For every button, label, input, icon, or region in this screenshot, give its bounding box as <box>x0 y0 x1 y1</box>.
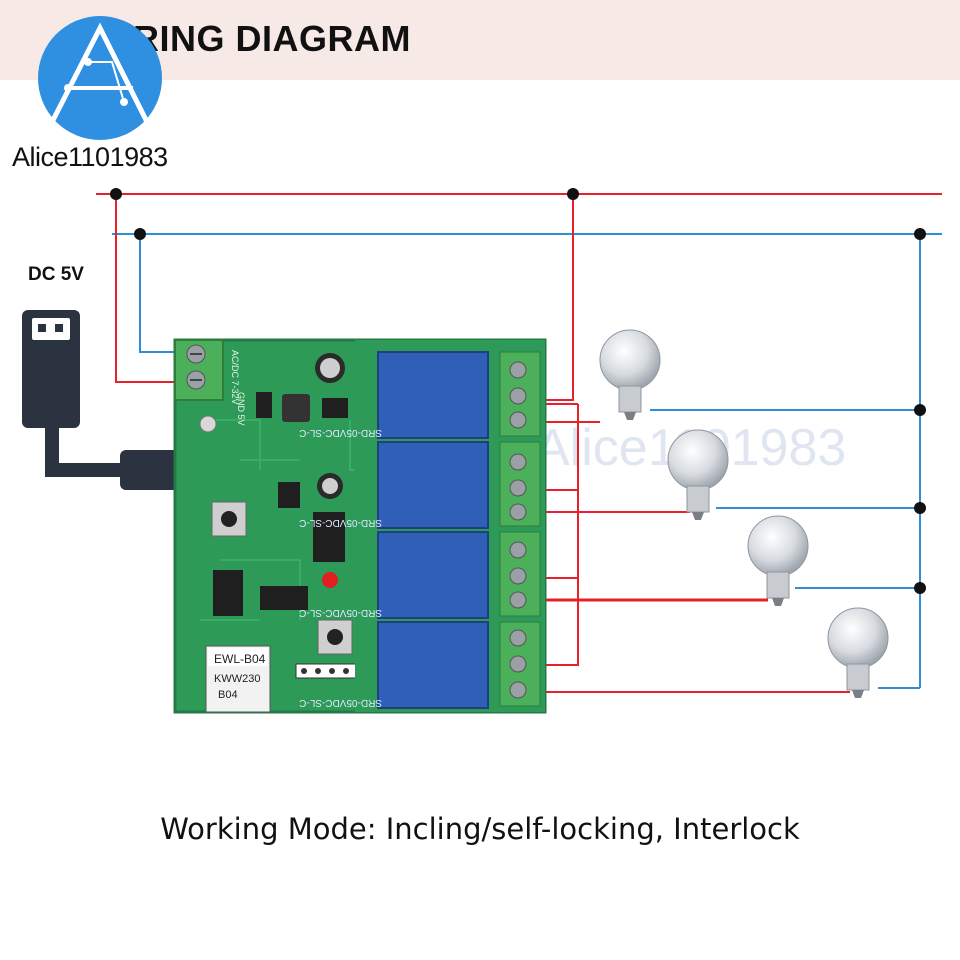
output-terminal-2 <box>499 441 541 527</box>
light-bulb-4-icon <box>827 607 889 698</box>
svg-text:SRD-05VDC-SL-C: SRD-05VDC-SL-C <box>299 427 382 438</box>
junction-dots <box>110 188 926 594</box>
svg-text:AC/DC 7-32V: AC/DC 7-32V <box>230 350 240 405</box>
light-bulb-3-icon <box>747 515 809 606</box>
module-code-label: B04 <box>218 689 238 701</box>
relay-3: SRD-05VDC-SL-C <box>299 531 489 619</box>
working-mode-caption: Working Mode: Incling/self-locking, Inte… <box>160 812 800 846</box>
svg-text:GND 5V: GND 5V <box>236 392 246 426</box>
relay-4: SRD-05VDC-SL-C <box>299 621 489 709</box>
output-terminal-1 <box>499 351 541 437</box>
module-label: EWL-B04 <box>214 652 266 666</box>
neutral-to-board-wire <box>139 234 185 353</box>
power-label: DC 5V <box>28 264 84 285</box>
svg-text:SRD-05VDC-SL-C: SRD-05VDC-SL-C <box>299 517 382 528</box>
light-bulb-1-icon <box>599 329 661 420</box>
relay-1: SRD-05VDC-SL-C <box>299 351 489 439</box>
brand-logo-icon <box>38 16 162 140</box>
live-to-board-wire <box>115 194 185 383</box>
light-bulb-2-icon <box>667 429 729 520</box>
output-terminal-4 <box>499 621 541 707</box>
relay-2: SRD-05VDC-SL-C <box>299 441 489 529</box>
logo-text: Alice1101983 <box>12 142 168 172</box>
output-terminal-3 <box>499 531 541 617</box>
svg-text:SRD-05VDC-SL-C: SRD-05VDC-SL-C <box>299 607 382 618</box>
relay-board: AC/DC 7-32V GND 5V EWL-B04 KWW230 B04 <box>173 338 547 714</box>
svg-text:SRD-05VDC-SL-C: SRD-05VDC-SL-C <box>299 697 382 708</box>
module-sub-label: KWW230 <box>214 673 260 685</box>
